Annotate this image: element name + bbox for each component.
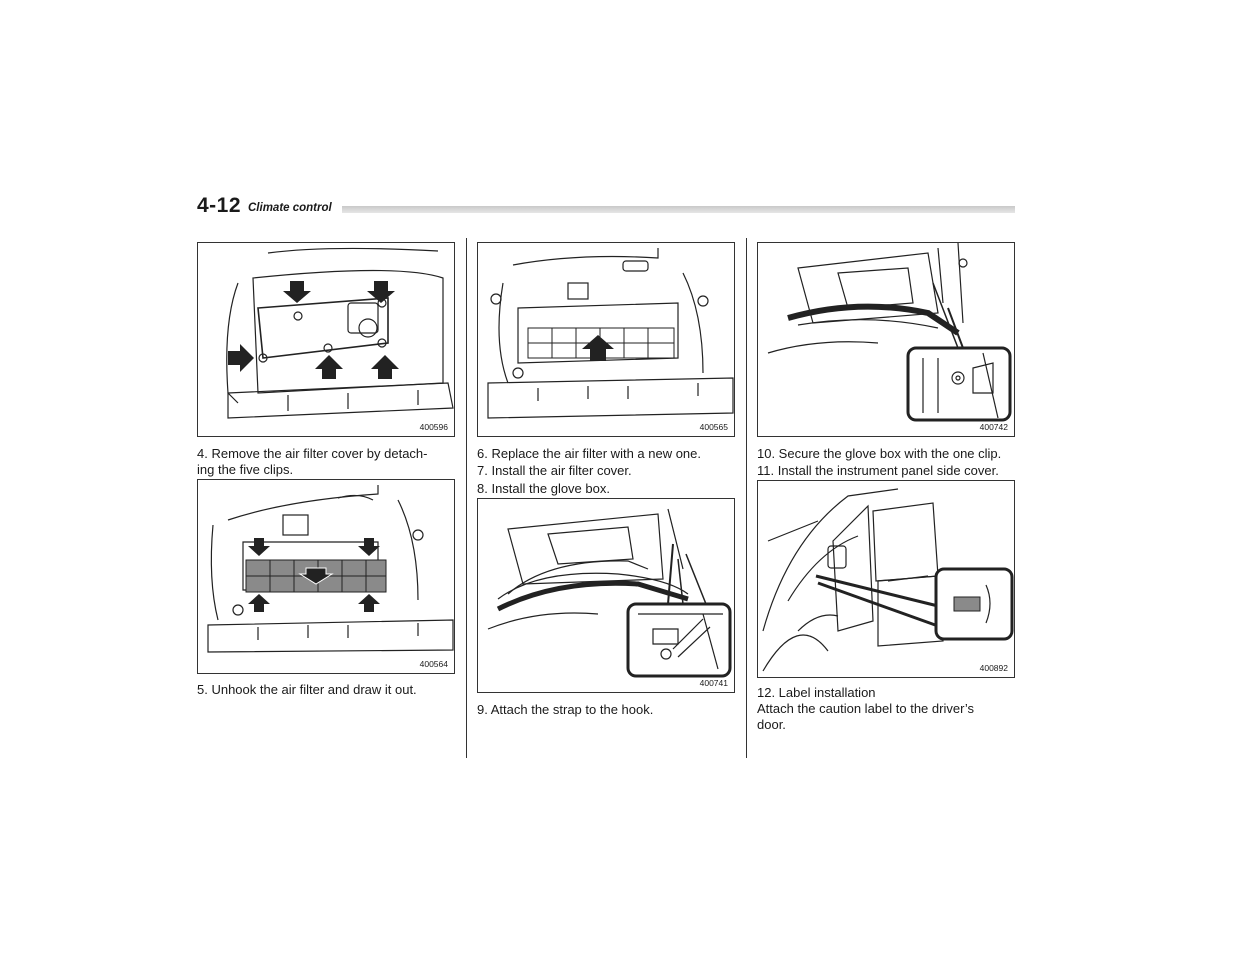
step-12-text: 12. Label installation Attach the cautio… — [757, 685, 1015, 733]
step-4-text: 4. Remove the air filter cover by detach… — [197, 446, 455, 478]
step-12-line-2: door. — [757, 717, 786, 732]
step-9-text: 9. Attach the strap to the hook. — [477, 702, 654, 717]
step-4-line-1: 4. Remove the air filter cover by detach… — [197, 446, 428, 461]
figure-code: 400742 — [979, 422, 1008, 432]
figure-code: 400741 — [699, 678, 728, 688]
figure-code: 400564 — [419, 659, 448, 669]
figure-unhook-filter: 400564 — [197, 479, 455, 674]
figure-code: 400565 — [699, 422, 728, 432]
column-divider-1 — [466, 238, 467, 758]
step-5-text: 5. Unhook the air filter and draw it out… — [197, 682, 417, 697]
figure-strap-hook: 400741 — [477, 498, 735, 693]
glovebox-filter-cover-illustration — [226, 247, 454, 419]
door-caution-label-illustration — [762, 488, 1014, 672]
air-filter-insert-illustration — [487, 248, 734, 419]
figure-code: 400596 — [419, 422, 448, 432]
step-12-title: 12. Label installation — [757, 685, 876, 700]
step-6-text: 6. Replace the air filter with a new one… — [477, 446, 702, 461]
column-divider-2 — [746, 238, 747, 758]
figure-code: 400892 — [979, 663, 1008, 673]
glovebox-strap-hook-illustration — [487, 508, 732, 678]
step-8-text: 8. Install the glove box. — [477, 481, 610, 496]
air-filter-unhook-illustration — [207, 485, 454, 653]
page-header: 4-12 Climate control — [197, 194, 1015, 218]
step-7-text: 7. Install the air filter cover. — [477, 463, 632, 478]
glovebox-clip-illustration — [767, 243, 1012, 422]
page-number: 4-12 — [197, 194, 242, 217]
figure-filter-cover: 400596 — [197, 242, 455, 437]
step-4-line-2: ing the five clips. — [197, 462, 294, 477]
figure-replace-filter: 400565 — [477, 242, 735, 437]
figure-glovebox-clip: 400742 — [757, 242, 1015, 437]
step-10-text: 10. Secure the glove box with the one cl… — [757, 446, 1002, 461]
figure-caution-label: 400892 — [757, 480, 1015, 678]
step-11-text: 11. Install the instrument panel side co… — [757, 463, 999, 478]
header-rule — [342, 206, 1015, 213]
section-title: Climate control — [248, 202, 332, 214]
step-12-line-1: Attach the caution label to the driver’s — [757, 701, 975, 716]
